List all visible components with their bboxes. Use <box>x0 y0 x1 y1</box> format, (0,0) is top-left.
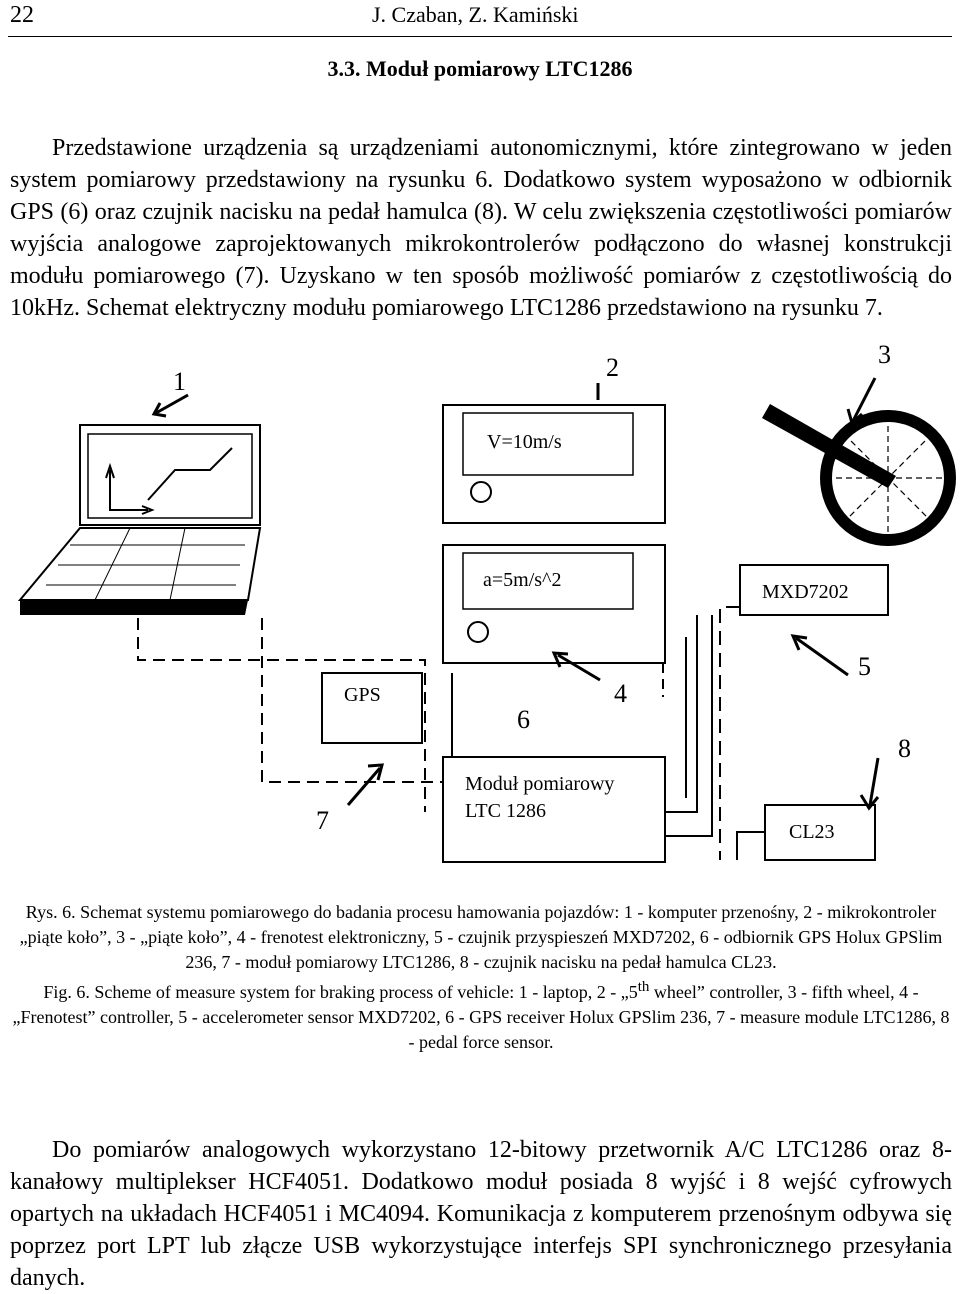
label-5: 5 <box>858 652 871 681</box>
label-6: 6 <box>517 705 530 734</box>
measure-module-box <box>442 756 666 863</box>
frenotest-box <box>442 544 666 664</box>
pedal-sensor-label: CL23 <box>789 821 835 843</box>
running-authors: J. Czaban, Z. Kamiński <box>372 2 579 27</box>
caption-english-superscript: th <box>637 979 650 995</box>
label-arrows <box>151 377 880 811</box>
laptop-figure <box>17 424 262 615</box>
measure-module-line1: Moduł pomiarowy <box>465 773 614 795</box>
label-3: 3 <box>878 340 891 369</box>
fifth-wheel-figure <box>762 404 956 546</box>
section-title: 3.3. Moduł pomiarowy LTC1286 <box>327 56 633 81</box>
caption-polish: Rys. 6. Schemat systemu pomiarowego do b… <box>19 902 943 972</box>
page-number: 22 <box>10 2 34 28</box>
page-header: 22 J. Czaban, Z. Kamiński <box>0 0 960 40</box>
label-7: 7 <box>316 806 329 835</box>
accelerometer-box <box>739 564 889 616</box>
gps-box <box>321 672 423 744</box>
gps-label: GPS <box>344 684 381 706</box>
header-rule <box>8 36 952 37</box>
measure-module-line2: LTC 1286 <box>465 800 546 822</box>
controller-knob-icon <box>470 481 492 503</box>
fifth-wheel-speed-label: V=10m/s <box>487 431 562 453</box>
label-4: 4 <box>614 679 627 708</box>
label-8: 8 <box>898 734 911 763</box>
body-paragraph-1: Przedstawione urządzenia są urządzeniami… <box>10 135 952 321</box>
label-1: 1 <box>173 367 186 396</box>
caption-english-part2: wheel” controller, 3 - fifth wheel, 4 - … <box>12 982 950 1052</box>
fifth-wheel-controller-box <box>442 404 666 524</box>
figure-caption: Rys. 6. Schemat systemu pomiarowego do b… <box>10 900 952 1055</box>
caption-english: Fig. 6. Scheme of measure system for bra… <box>10 975 952 1055</box>
body-paragraph-2: Do pomiarów analogowych wykorzystano 12-… <box>10 1137 952 1291</box>
accelerometer-label: MXD7202 <box>762 581 849 603</box>
caption-english-part1: Fig. 6. Scheme of measure system for bra… <box>43 982 638 1002</box>
signal-cables <box>137 606 765 860</box>
frenotest-accel-label: a=5m/s^2 <box>483 569 561 591</box>
measurement-system-diagram: V=10m/s a=5m/s^2 MXD7202 GPS Moduł pomia… <box>17 340 956 863</box>
label-2: 2 <box>606 353 619 382</box>
frenotest-knob-icon <box>467 621 489 643</box>
